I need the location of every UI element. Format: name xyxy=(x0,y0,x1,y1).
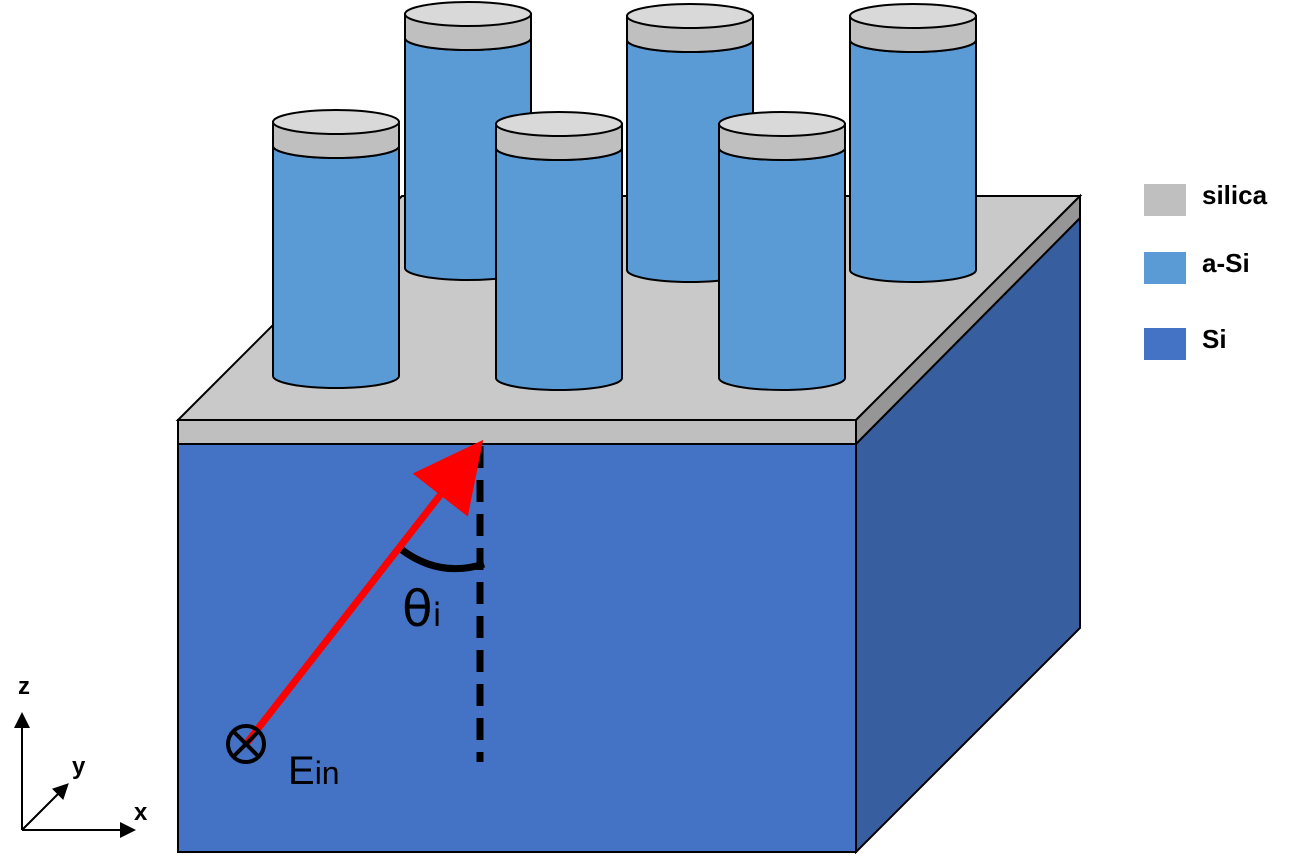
legend-swatch-silica xyxy=(1144,184,1186,216)
legend-swatch-a-si xyxy=(1144,252,1186,284)
circled-times-icon xyxy=(226,724,266,764)
pillar-front-2 xyxy=(495,111,623,391)
y-axis-label: y xyxy=(72,753,86,780)
pillar-back-3 xyxy=(849,3,977,283)
legend-label-silica: silica xyxy=(1202,180,1268,210)
pillar-front-3 xyxy=(718,111,846,391)
z-axis-label: z xyxy=(18,673,30,700)
coordinate-axes: z y x xyxy=(14,673,148,838)
angle-arc xyxy=(399,547,486,573)
legend-swatch-si xyxy=(1144,328,1186,360)
silica-layer-front xyxy=(177,419,857,445)
pillar-front-1 xyxy=(272,109,400,389)
pillar-back-1 xyxy=(404,1,532,281)
silica-layer-side xyxy=(855,193,1081,447)
legend-label-si: Si xyxy=(1202,324,1227,354)
angle-label: θi xyxy=(402,580,441,638)
si-substrate-front xyxy=(177,443,857,853)
field-label: Ein xyxy=(288,749,340,793)
legend-label-a-si: a-Si xyxy=(1202,248,1250,278)
legend: silica a-Si Si xyxy=(1144,180,1268,360)
incident-beam-arrow xyxy=(243,439,484,747)
x-axis-label: x xyxy=(134,799,148,826)
